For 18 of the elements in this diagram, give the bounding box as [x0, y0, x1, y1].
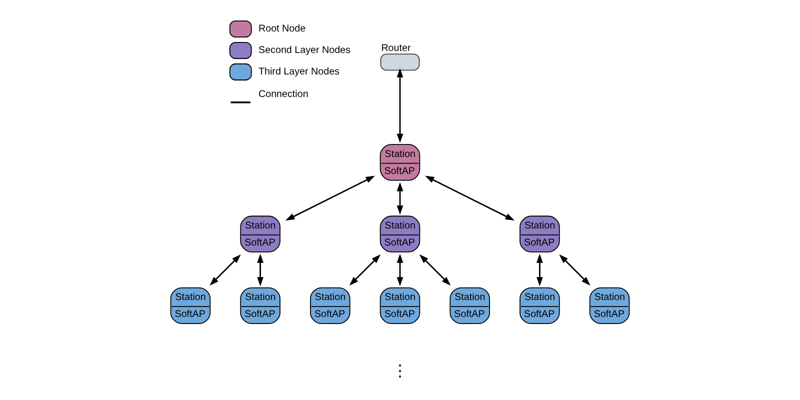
arrow — [425, 176, 515, 221]
arrow — [536, 254, 543, 286]
arrow — [210, 254, 241, 286]
arrow — [559, 254, 590, 286]
node-box — [380, 54, 420, 71]
arrow — [257, 254, 264, 286]
label: ⋮ — [392, 362, 408, 380]
arrow — [396, 254, 404, 286]
legend-label: Root Node — [258, 23, 306, 34]
arrow — [349, 254, 381, 286]
legend-label: Connection — [258, 88, 308, 100]
arrow — [396, 68, 404, 143]
legend-label: Third Layer Nodes — [258, 66, 340, 78]
node-label: Router — [381, 43, 411, 54]
arrow — [285, 176, 375, 221]
legend-label: Second Layer Nodes — [258, 44, 350, 56]
arrow — [396, 182, 404, 215]
arrow — [419, 254, 451, 286]
